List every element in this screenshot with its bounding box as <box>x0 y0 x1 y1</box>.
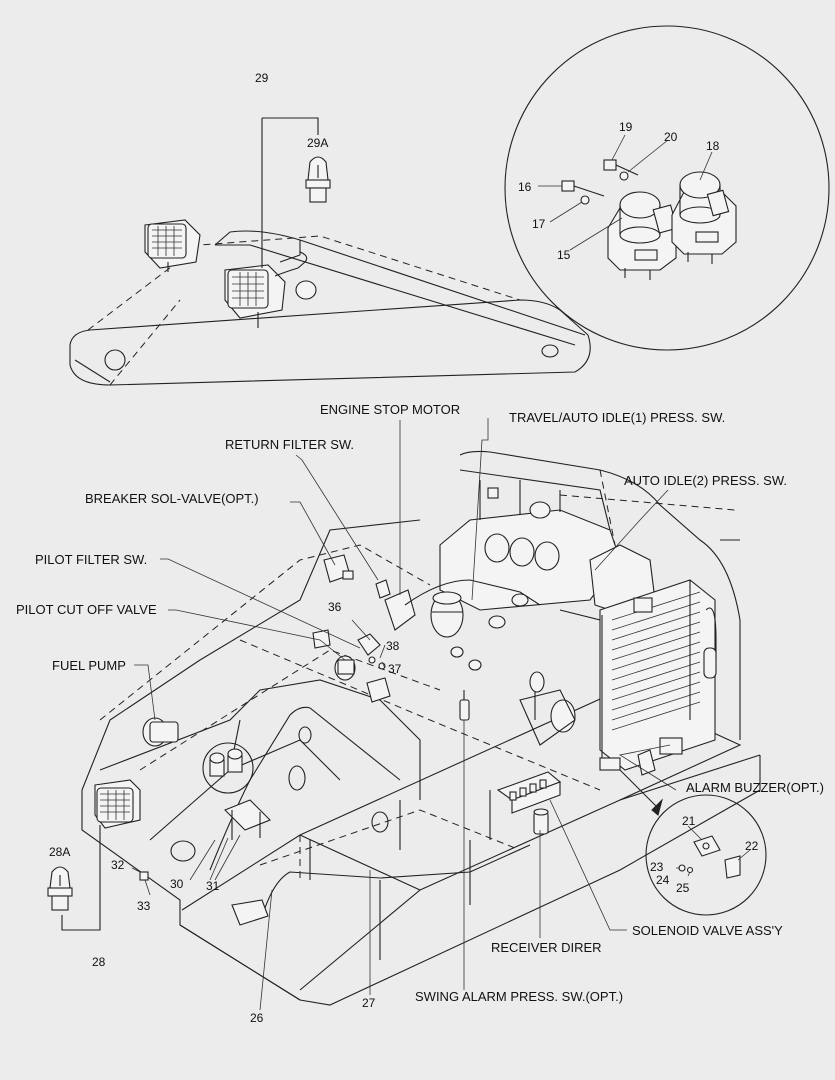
switches-valves <box>312 554 470 721</box>
engine-stop-motor <box>384 579 541 671</box>
radiator <box>599 579 717 771</box>
callout-28a: 28A <box>49 845 71 859</box>
callout-20: 20 <box>664 130 678 144</box>
solenoid-receiver <box>496 771 562 835</box>
label-receiver-direr: RECEIVER DIRER <box>491 940 602 955</box>
callout-26: 26 <box>250 1011 264 1025</box>
callout-38: 38 <box>386 639 400 653</box>
leader-28 <box>61 825 101 931</box>
callout-32: 32 <box>111 858 125 872</box>
leader-29 <box>261 117 319 268</box>
engine-block <box>439 469 656 746</box>
callout-29a: 29A <box>307 136 329 150</box>
label-fuel-pump: FUEL PUMP <box>52 658 126 673</box>
horn-26 <box>231 844 531 926</box>
callout-21: 21 <box>682 814 696 828</box>
callout-30: 30 <box>170 877 184 891</box>
label-pilot-filter: PILOT FILTER SW. <box>35 552 148 567</box>
detail-circle-buzzer <box>619 737 767 916</box>
callout-16: 16 <box>518 180 532 194</box>
work-lamp-back <box>144 219 201 272</box>
callout-29: 29 <box>255 71 269 85</box>
label-travel-auto-idle: TRAVEL/AUTO IDLE(1) PRESS. SW. <box>509 410 726 425</box>
label-pilot-cut-off: PILOT CUT OFF VALVE <box>16 602 157 617</box>
callout-33: 33 <box>137 899 151 913</box>
callout-24: 24 <box>656 873 670 887</box>
bulb-28a <box>47 866 73 911</box>
detail-circle-relays <box>504 25 830 351</box>
callout-31: 31 <box>206 879 220 893</box>
fuel-pump-area <box>94 717 271 881</box>
callout-28: 28 <box>92 955 106 969</box>
callout-25: 25 <box>676 881 690 895</box>
label-auto-idle-2: AUTO IDLE(2) PRESS. SW. <box>624 473 788 488</box>
bulb-29a <box>305 156 331 203</box>
callout-36: 36 <box>328 600 342 614</box>
callout-19: 19 <box>619 120 633 134</box>
callout-23: 23 <box>650 860 664 874</box>
label-swing-alarm: SWING ALARM PRESS. SW.(OPT.) <box>415 989 624 1004</box>
callout-37: 37 <box>388 662 402 676</box>
boom-drawing <box>69 230 591 386</box>
label-return-filter: RETURN FILTER SW. <box>225 437 355 452</box>
callout-17: 17 <box>532 217 546 231</box>
label-breaker-sol-valve: BREAKER SOL-VALVE(OPT.) <box>85 491 259 506</box>
callout-27: 27 <box>362 996 376 1010</box>
label-solenoid-valve: SOLENOID VALVE ASS'Y <box>632 923 783 938</box>
label-engine-stop-motor: ENGINE STOP MOTOR <box>320 402 461 417</box>
callout-15: 15 <box>557 248 571 262</box>
callout-18: 18 <box>706 139 720 153</box>
work-lamp-front <box>224 251 308 328</box>
label-alarm-buzzer: ALARM BUZZER(OPT.) <box>686 780 824 795</box>
callout-22: 22 <box>745 839 759 853</box>
leader-lines <box>131 418 677 1011</box>
